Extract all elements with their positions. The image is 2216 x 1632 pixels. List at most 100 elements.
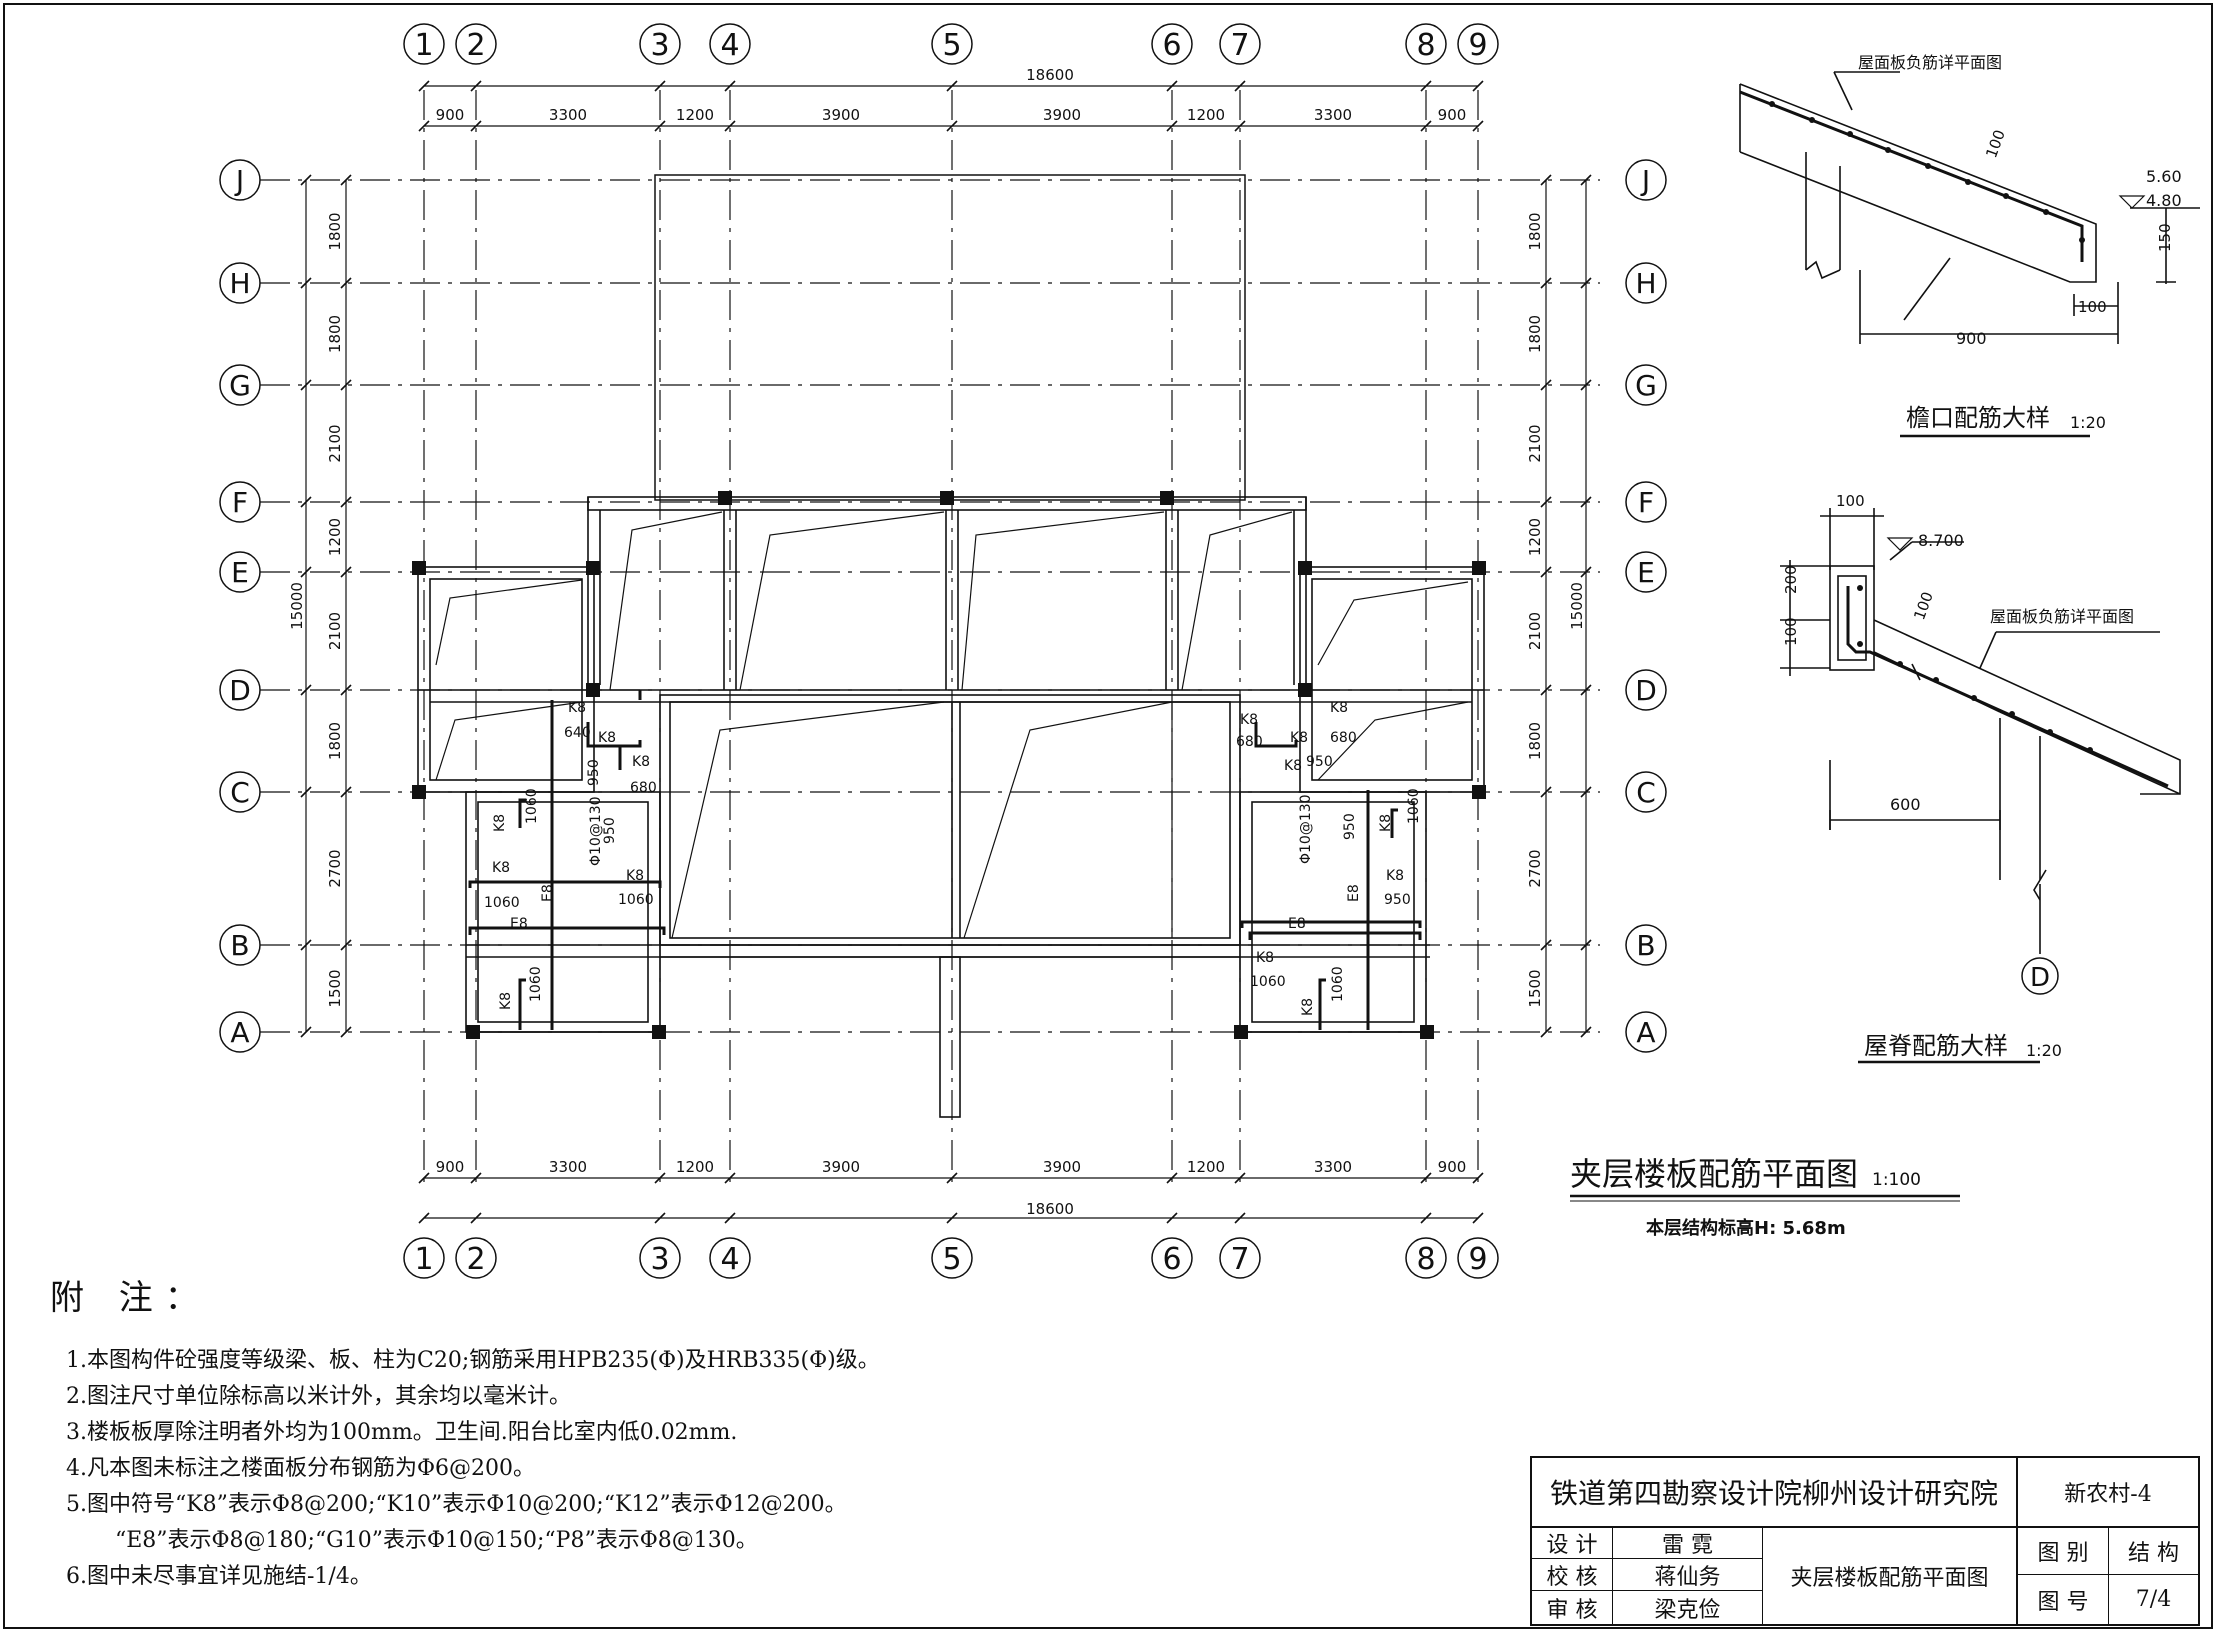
axis-label-x: 3 (650, 1242, 669, 1277)
dim-y-right: 1800 (1526, 315, 1544, 353)
dim-y-left: 2100 (326, 612, 344, 650)
dim-x-bottom: 3300 (549, 1158, 587, 1176)
dim-x-top: 1200 (676, 106, 714, 124)
axis-label-x: 5 (942, 1242, 961, 1277)
axis-label-y: E (231, 556, 249, 589)
ridge-elev: 8.700 (1918, 531, 1964, 550)
note-item: 3.楼板板厚除注明者外均为100mm。卫生间.阳台比室内低0.02mm. (66, 1420, 738, 1445)
dim-y-left: 1800 (326, 212, 344, 250)
ridge-dim-200: 200 (1782, 565, 1800, 594)
overall-width-top: 18600 (1026, 66, 1074, 84)
svg-text:E8: E8 (510, 916, 528, 932)
dim-x-top: 900 (436, 106, 465, 124)
svg-text:K8: K8 (1290, 730, 1308, 746)
ridge-detail: 100 8.700 200 100 100 屋面板负筋详平面图 600 D 屋脊… (1780, 492, 2181, 1064)
axis-label-x: 2 (466, 1242, 485, 1277)
note-item: “E8”表示Φ8@180;“G10”表示Φ10@150;“P8”表示Φ8@130… (66, 1528, 758, 1553)
svg-text:Φ10@130: Φ10@130 (588, 796, 604, 866)
svg-text:1060: 1060 (1406, 788, 1422, 824)
axis-label-y: B (1636, 929, 1655, 962)
axis-label-x: 7 (1230, 28, 1249, 63)
svg-text:950: 950 (602, 817, 618, 844)
axis-label-x: 7 (1230, 1242, 1249, 1277)
svg-text:E8: E8 (540, 884, 556, 902)
dim-y-right: 1800 (1526, 212, 1544, 250)
dim-x-bottom: 3900 (1043, 1158, 1081, 1176)
svg-text:K8: K8 (1300, 998, 1316, 1016)
svg-text:950: 950 (1384, 892, 1411, 908)
svg-text:950: 950 (1306, 754, 1333, 770)
dim-x-bottom: 1200 (676, 1158, 714, 1176)
svg-text:1060: 1060 (484, 895, 520, 911)
axis-label-x: 1 (414, 28, 433, 63)
axis-label-x: 1 (414, 1242, 433, 1277)
svg-text:680: 680 (1330, 730, 1357, 746)
dim-y-left: 1800 (326, 722, 344, 760)
svg-text:640: 640 (564, 725, 591, 741)
axis-label-y: H (229, 267, 250, 300)
dim-x-top: 3300 (1314, 106, 1352, 124)
design-label: 设 计 (1546, 1533, 1598, 1558)
axis-label-y: C (1636, 776, 1656, 809)
dimension-texts: 9009003300330012001200390039003900390012… (300, 80, 1592, 1224)
axis-label-x: 8 (1416, 1242, 1435, 1277)
dim-y-right: 1200 (1526, 518, 1544, 556)
floor-elevation: 本层结构标高H: 5.68m (1646, 1217, 1846, 1239)
notes-title: 附 注： (50, 1278, 211, 1318)
axis-label-y: D (1635, 674, 1657, 707)
ridge-dim-600: 600 (1890, 795, 1921, 814)
note-item: 4.凡本图未标注之楼面板分布钢筋为Φ6@200。 (66, 1456, 536, 1481)
dim-x-top: 1200 (1187, 106, 1225, 124)
svg-text:K8: K8 (492, 814, 508, 832)
plan-scale: 1:100 (1872, 1170, 1921, 1190)
category-value: 结 构 (2128, 1541, 2179, 1566)
svg-text:1060: 1060 (1250, 974, 1286, 990)
eave-slab-dim: 100 (1982, 127, 2009, 160)
svg-text:Φ10@130: Φ10@130 (1298, 794, 1314, 864)
svg-text:1060: 1060 (1330, 966, 1346, 1002)
svg-text:K8: K8 (1284, 758, 1302, 774)
svg-text:K8: K8 (1386, 868, 1404, 884)
axis-label-x: 4 (720, 28, 739, 63)
axis-label-y: E (1637, 556, 1655, 589)
axis-label-x: 9 (1468, 1242, 1487, 1277)
svg-text:E8: E8 (1288, 916, 1306, 932)
axis-label-x: 6 (1162, 1242, 1181, 1277)
overall-height-right: 15000 (1568, 582, 1586, 630)
axis-label-x: 8 (1416, 28, 1435, 63)
dim-x-top: 3300 (549, 106, 587, 124)
overall-height-left: 15000 (288, 582, 306, 630)
svg-text:950: 950 (1342, 813, 1358, 840)
notes: 附 注： 1.本图构件砼强度等级梁、板、柱为C20;钢筋采用HPB235(Φ)及… (50, 1270, 1510, 1595)
overall-width-bottom: 18600 (1026, 1200, 1074, 1218)
dim-y-left: 2100 (326, 424, 344, 462)
institute-name: 铁道第四勘察设计院柳州设计研究院 (1549, 1477, 1998, 1510)
axis-label-y: D (229, 674, 251, 707)
note-item: 2.图注尺寸单位除标高以米计外，其余均以毫米计。 (66, 1384, 571, 1409)
svg-text:E8: E8 (1346, 884, 1362, 902)
svg-text:K8: K8 (568, 700, 586, 716)
check-label: 校 核 (1546, 1564, 1598, 1590)
title-block: 铁道第四勘察设计院柳州设计研究院 新农村-4 设 计 雷 霓 校 核 蒋仙务 审… (1530, 1456, 2200, 1626)
ridge-callout: 屋面板负筋详平面图 (1990, 607, 2134, 626)
axis-label-y: G (1635, 369, 1657, 402)
axis-label-y: B (230, 929, 249, 962)
axis-label-x: 4 (720, 1242, 739, 1277)
dim-y-right: 2700 (1526, 849, 1544, 887)
category-label: 图 别 (2037, 1541, 2089, 1566)
dim-x-bottom: 1200 (1187, 1158, 1225, 1176)
svg-text:K8: K8 (492, 860, 510, 876)
dim-y-right: 1800 (1526, 722, 1544, 760)
eave-elev-480: 4.80 (2146, 191, 2182, 210)
eave-title: 檐口配筋大样 (1906, 404, 2050, 432)
svg-text:K8: K8 (626, 868, 644, 884)
dim-x-top: 900 (1438, 106, 1467, 124)
dim-x-bottom: 3300 (1314, 1158, 1352, 1176)
eave-callout: 屋面板负筋详平面图 (1858, 53, 2002, 72)
svg-text:K8: K8 (598, 730, 616, 746)
axis-label-x: 5 (942, 28, 961, 63)
svg-text:K8: K8 (1378, 814, 1394, 832)
axis-label-y: F (1638, 486, 1654, 519)
review-name: 梁克俭 (1654, 1597, 1721, 1623)
svg-text:K8: K8 (498, 992, 514, 1010)
